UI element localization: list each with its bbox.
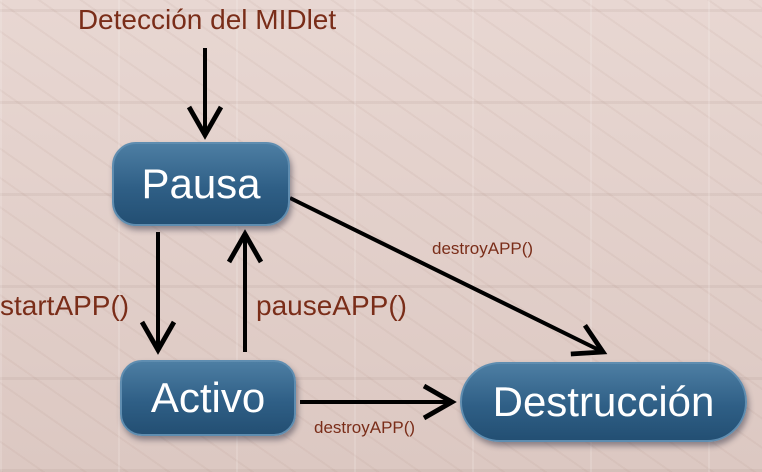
entry-label: Detección del MIDlet <box>77 4 337 35</box>
edge-label-start-app: startAPP() <box>0 290 130 321</box>
edge-label-destroy-app-from-pausa: destroyAPP() <box>432 239 534 258</box>
state-activo-node: Activo <box>120 360 296 436</box>
state-destruccion-node: Destrucción <box>460 362 747 442</box>
state-pausa-node: Pausa <box>112 142 290 226</box>
edge-label-destroy-app-from-activo: destroyAPP() <box>314 418 416 437</box>
arrow-pausa-to-destruccion <box>289 196 608 357</box>
edge-label-pause-app: pauseAPP() <box>256 290 407 321</box>
